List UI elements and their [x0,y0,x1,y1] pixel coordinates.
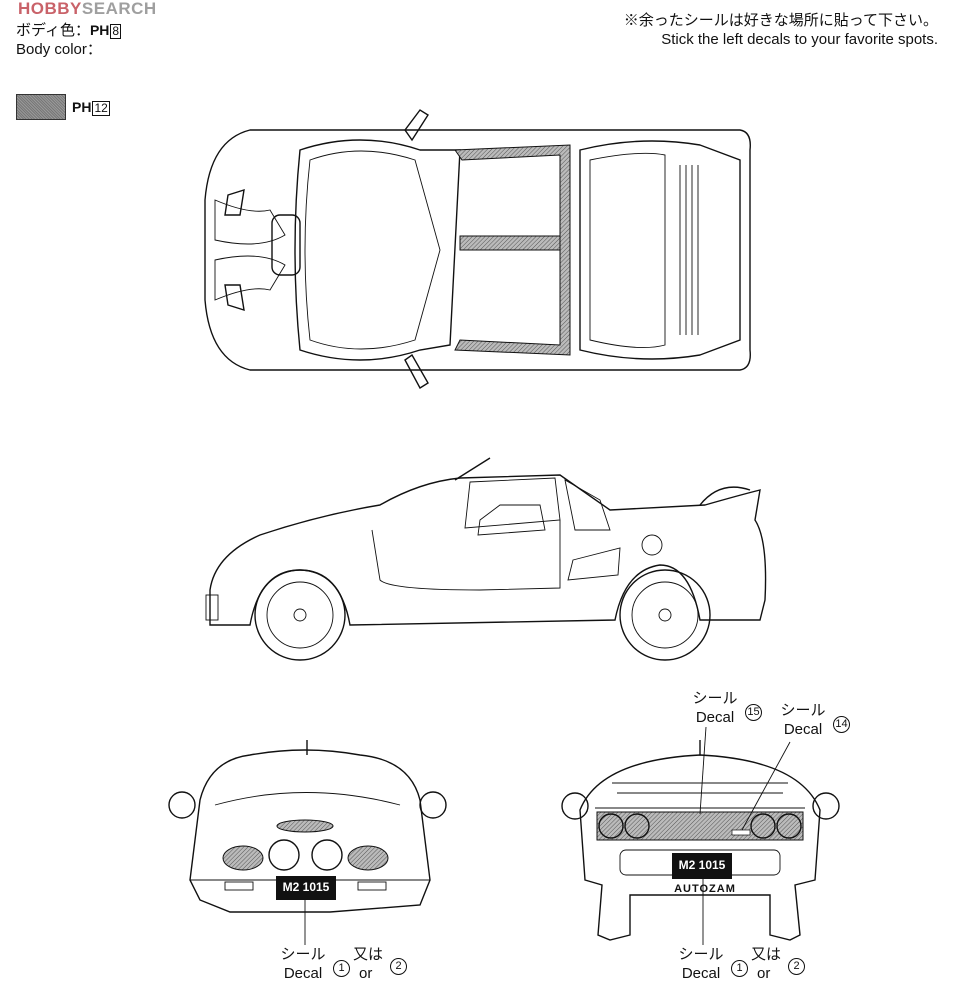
front-callout-jp: シール [280,946,326,963]
paint-number: 12 [92,101,110,116]
paint-number: 8 [110,24,122,39]
rear-callout-jp: シール [678,946,724,963]
front-or-en: or [359,965,373,982]
paint-prefix: PH [89,22,110,38]
body-color-en: Body color： [16,41,102,58]
rear-callout-en: Decal [681,965,721,982]
mirror-top-left [404,109,429,142]
badge-callout-jp: シール [780,702,826,719]
rear-decal-num1: 1 [731,960,748,977]
front-or-jp: 又は [353,946,384,963]
rear-or-en: or [757,965,771,982]
badge-callout-en: Decal [783,721,823,738]
note-en: Stick the left decals to your favorite s… [661,31,938,48]
watermark-part1: HOBBY [18,0,82,18]
side-view [205,457,767,661]
rear-or-jp: 又は [751,946,782,963]
badge-decal-num: 14 [833,716,850,733]
rear-plate-text: M2 1015 [678,858,726,872]
rear-logo: AUTOZAM [674,883,736,895]
panel-callout-jp: シール [692,690,738,707]
front-view [168,740,447,913]
color-swatch [16,94,66,120]
body-color-label-jp: ボディ色： [16,22,90,39]
rear-vents [679,165,699,335]
rear-badge [731,829,751,836]
rear-plate [672,853,732,879]
paint-prefix: PH [72,99,92,115]
front-decal-num1: 1 [333,960,350,977]
front-plate [276,876,336,900]
front-plate-text: M2 1015 [282,880,330,894]
note-jp: ※余ったシールは好きな場所に貼って下さい。 [623,12,938,29]
panel-callout-en: Decal [695,709,735,726]
mirror-top-right [404,353,429,389]
rear-decal-num2: 2 [788,958,805,975]
front-decal-num2: 2 [390,958,407,975]
rear-view [561,726,840,945]
panel-decal-num: 15 [745,704,762,721]
front-callout-en: Decal [283,965,323,982]
watermark-part2: SEARCH [81,0,157,18]
watermark: HOBBYSEARCH [18,0,157,18]
top-view [204,109,751,389]
